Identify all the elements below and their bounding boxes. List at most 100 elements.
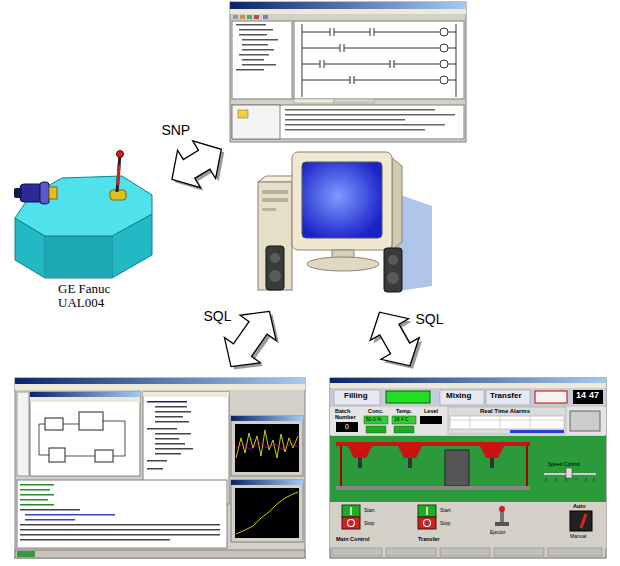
rect-shape bbox=[20, 494, 54, 496]
rect-shape bbox=[231, 480, 303, 485]
rect-shape bbox=[236, 24, 266, 26]
rect-shape bbox=[239, 54, 269, 56]
field-label: Temp. bbox=[396, 408, 412, 414]
rect-shape bbox=[418, 505, 436, 517]
text-holder: Conc. bbox=[368, 408, 383, 414]
rect-shape bbox=[330, 407, 606, 435]
rect-shape bbox=[334, 390, 380, 405]
panel-heading: Real Time Alarms bbox=[480, 408, 530, 415]
rect-shape bbox=[155, 421, 189, 423]
tab-title: Mixing bbox=[446, 392, 471, 401]
rect-shape bbox=[384, 248, 402, 292]
link-label: SNP bbox=[161, 122, 190, 138]
group-label: Transfer bbox=[418, 536, 440, 542]
rect-shape bbox=[14, 188, 22, 198]
text-holder: Transfer bbox=[418, 536, 440, 542]
rect-shape bbox=[450, 416, 564, 429]
text-holder: Start bbox=[440, 508, 451, 514]
text-holder: 0 bbox=[345, 423, 349, 431]
rect-shape bbox=[292, 152, 392, 250]
rect-shape bbox=[25, 514, 115, 516]
rect-shape bbox=[266, 246, 284, 290]
ellipse-shape bbox=[307, 257, 379, 271]
tab-title: Transfer bbox=[490, 392, 522, 401]
text-holder: Batch Number bbox=[335, 408, 361, 420]
rect-shape bbox=[45, 418, 63, 430]
path-shape bbox=[302, 64, 456, 65]
rect-shape bbox=[500, 510, 504, 524]
tab-title: Filling bbox=[344, 392, 368, 401]
text-holder: Mixing bbox=[446, 392, 471, 401]
rect-shape bbox=[440, 548, 490, 556]
hmi-screen: FillingMixingTransfer1447Batch Number0Co… bbox=[330, 378, 606, 558]
rect-shape bbox=[330, 436, 606, 502]
rect-shape bbox=[242, 39, 278, 41]
circle-shape bbox=[117, 151, 124, 158]
path-shape bbox=[39, 421, 125, 456]
text-holder: Temp. bbox=[396, 408, 412, 414]
polygon-shape bbox=[348, 446, 372, 458]
field-label: Batch Number bbox=[335, 408, 361, 420]
polygon-shape bbox=[45, 236, 112, 278]
rect-shape bbox=[242, 49, 274, 51]
cnc-machine-illustration bbox=[14, 151, 152, 279]
rect-shape bbox=[155, 448, 193, 450]
rect-shape bbox=[448, 407, 566, 434]
rect-shape bbox=[510, 430, 564, 433]
clock-hour: 14 bbox=[576, 391, 586, 401]
rect-shape bbox=[232, 21, 292, 99]
line-shape bbox=[581, 514, 586, 528]
text-holder: 14 bbox=[576, 391, 586, 401]
polygon-shape bbox=[398, 446, 422, 458]
snp-link bbox=[172, 141, 221, 188]
rect-shape bbox=[239, 29, 273, 31]
text-holder: 60.0 % bbox=[366, 417, 382, 423]
rect-shape bbox=[49, 187, 57, 199]
rect-shape bbox=[143, 392, 229, 397]
circle-shape bbox=[499, 506, 505, 512]
rect-shape bbox=[95, 450, 113, 462]
rect-shape bbox=[232, 105, 280, 139]
rect-shape bbox=[336, 422, 358, 432]
rect-shape bbox=[231, 416, 303, 421]
plc-software-screenshot bbox=[230, 2, 466, 142]
text-holder: Start bbox=[364, 508, 375, 514]
rect-shape bbox=[258, 182, 292, 290]
link-label-holder: SQL bbox=[416, 311, 444, 327]
line-shape bbox=[456, 24, 457, 97]
rect-shape bbox=[440, 390, 484, 405]
link-label: SQL bbox=[416, 311, 444, 327]
rect-shape bbox=[236, 69, 264, 71]
machine-label: GE Fanuc UAL004 bbox=[58, 282, 122, 311]
rect-shape bbox=[230, 9, 466, 14]
polyline-shape bbox=[236, 430, 298, 458]
rect-shape bbox=[262, 198, 288, 202]
rect-shape bbox=[548, 548, 602, 556]
button-label: Stop bbox=[440, 521, 450, 527]
polygon-shape bbox=[480, 446, 504, 458]
rect-shape bbox=[394, 426, 414, 433]
hmi-screenshot bbox=[330, 378, 606, 558]
rect-shape bbox=[155, 433, 191, 435]
text-holder: 47 bbox=[589, 391, 599, 401]
rect-shape bbox=[262, 208, 276, 211]
sql-link bbox=[224, 311, 276, 366]
line-shape bbox=[426, 507, 428, 515]
path-shape bbox=[302, 48, 456, 49]
rect-shape bbox=[254, 15, 259, 19]
circle-shape bbox=[269, 270, 281, 282]
rect-shape bbox=[285, 114, 455, 116]
rect-shape bbox=[420, 416, 442, 424]
rect-shape bbox=[263, 15, 268, 19]
rect-shape bbox=[239, 34, 267, 36]
field-value: 60.0 % bbox=[366, 417, 382, 423]
plc-software-window bbox=[230, 2, 466, 142]
button-label: Ejector bbox=[490, 530, 506, 536]
rect-shape bbox=[285, 119, 405, 121]
switch-label: Manual bbox=[570, 534, 586, 540]
rect-shape bbox=[330, 383, 606, 388]
polygon-shape bbox=[15, 176, 152, 236]
rect-shape bbox=[15, 384, 305, 390]
button-label: Stop bbox=[364, 521, 374, 527]
rect-shape bbox=[242, 64, 276, 66]
